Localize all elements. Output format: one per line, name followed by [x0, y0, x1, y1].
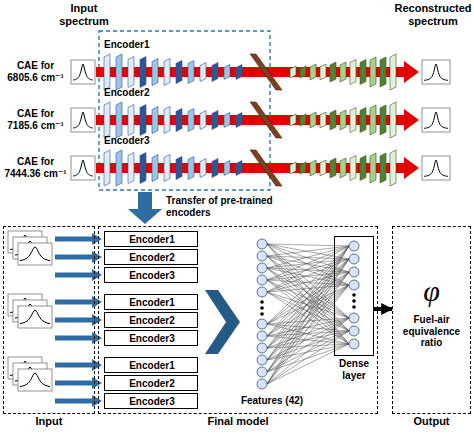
encoder-box: Encoder3 — [104, 330, 198, 346]
dense-layer-box: Dense layer — [334, 236, 374, 382]
axis-label: Features (42) — [222, 395, 322, 407]
output-text: Fuel-air equivalence ratio — [392, 314, 471, 349]
encoder-box: Encoder2 — [104, 312, 198, 328]
encoder-label: Encoder2 — [104, 87, 184, 99]
arrow-connector — [374, 307, 392, 311]
region-label: Input — [3, 415, 95, 428]
merge-arrow — [205, 290, 240, 354]
annotation: Transfer of pre-trained encoders — [166, 195, 288, 218]
encoder-box: Encoder1 — [104, 294, 198, 310]
row-label: CAE for 7185.6 cm⁻¹ — [1, 108, 70, 131]
region-box: Input — [3, 226, 95, 430]
header-label: Input spectrum — [54, 2, 114, 27]
transfer-arrow — [128, 192, 162, 224]
layer-label: Dense layer — [334, 358, 374, 381]
row-label: CAE for 6805.6 cm⁻¹ — [1, 60, 70, 83]
dense-layer-outline — [334, 236, 374, 356]
encoder-label: Encoder1 — [104, 39, 184, 51]
input-spectra — [8, 231, 102, 407]
box-label: Encoder3 — [105, 332, 199, 346]
region-box: φFuel-air equivalence ratioOutput — [392, 226, 471, 430]
box-label: Encoder3 — [105, 269, 199, 283]
encoder-box: Encoder3 — [104, 267, 198, 283]
region-label: Output — [392, 415, 471, 428]
encoder-box: Encoder1 — [104, 231, 198, 247]
encoder-box: Encoder2 — [104, 375, 198, 391]
box-label: Encoder2 — [105, 251, 199, 265]
box-label: Encoder1 — [105, 233, 199, 247]
row-label: CAE for 7444.36 cm⁻¹ — [1, 156, 70, 179]
box-label: Encoder2 — [105, 377, 199, 391]
cae-rows — [71, 54, 450, 186]
header-label: Reconstructed spectrum — [394, 2, 472, 27]
dashed-frame — [3, 226, 95, 414]
encoder-label: Encoder3 — [104, 135, 184, 147]
encoder-box: Encoder1 — [104, 357, 198, 373]
box-label: Encoder1 — [105, 359, 199, 373]
symbol-text: φ — [392, 274, 471, 309]
box-label: Encoder2 — [105, 314, 199, 328]
encoder-box: Encoder3 — [104, 393, 198, 409]
box-label: Encoder3 — [105, 395, 199, 409]
region-box: Final modelEncoder1Encoder2Encoder3Encod… — [98, 226, 378, 430]
box-label: Encoder1 — [105, 296, 199, 310]
region-label: Final model — [98, 415, 378, 428]
encoder-box: Encoder2 — [104, 249, 198, 265]
